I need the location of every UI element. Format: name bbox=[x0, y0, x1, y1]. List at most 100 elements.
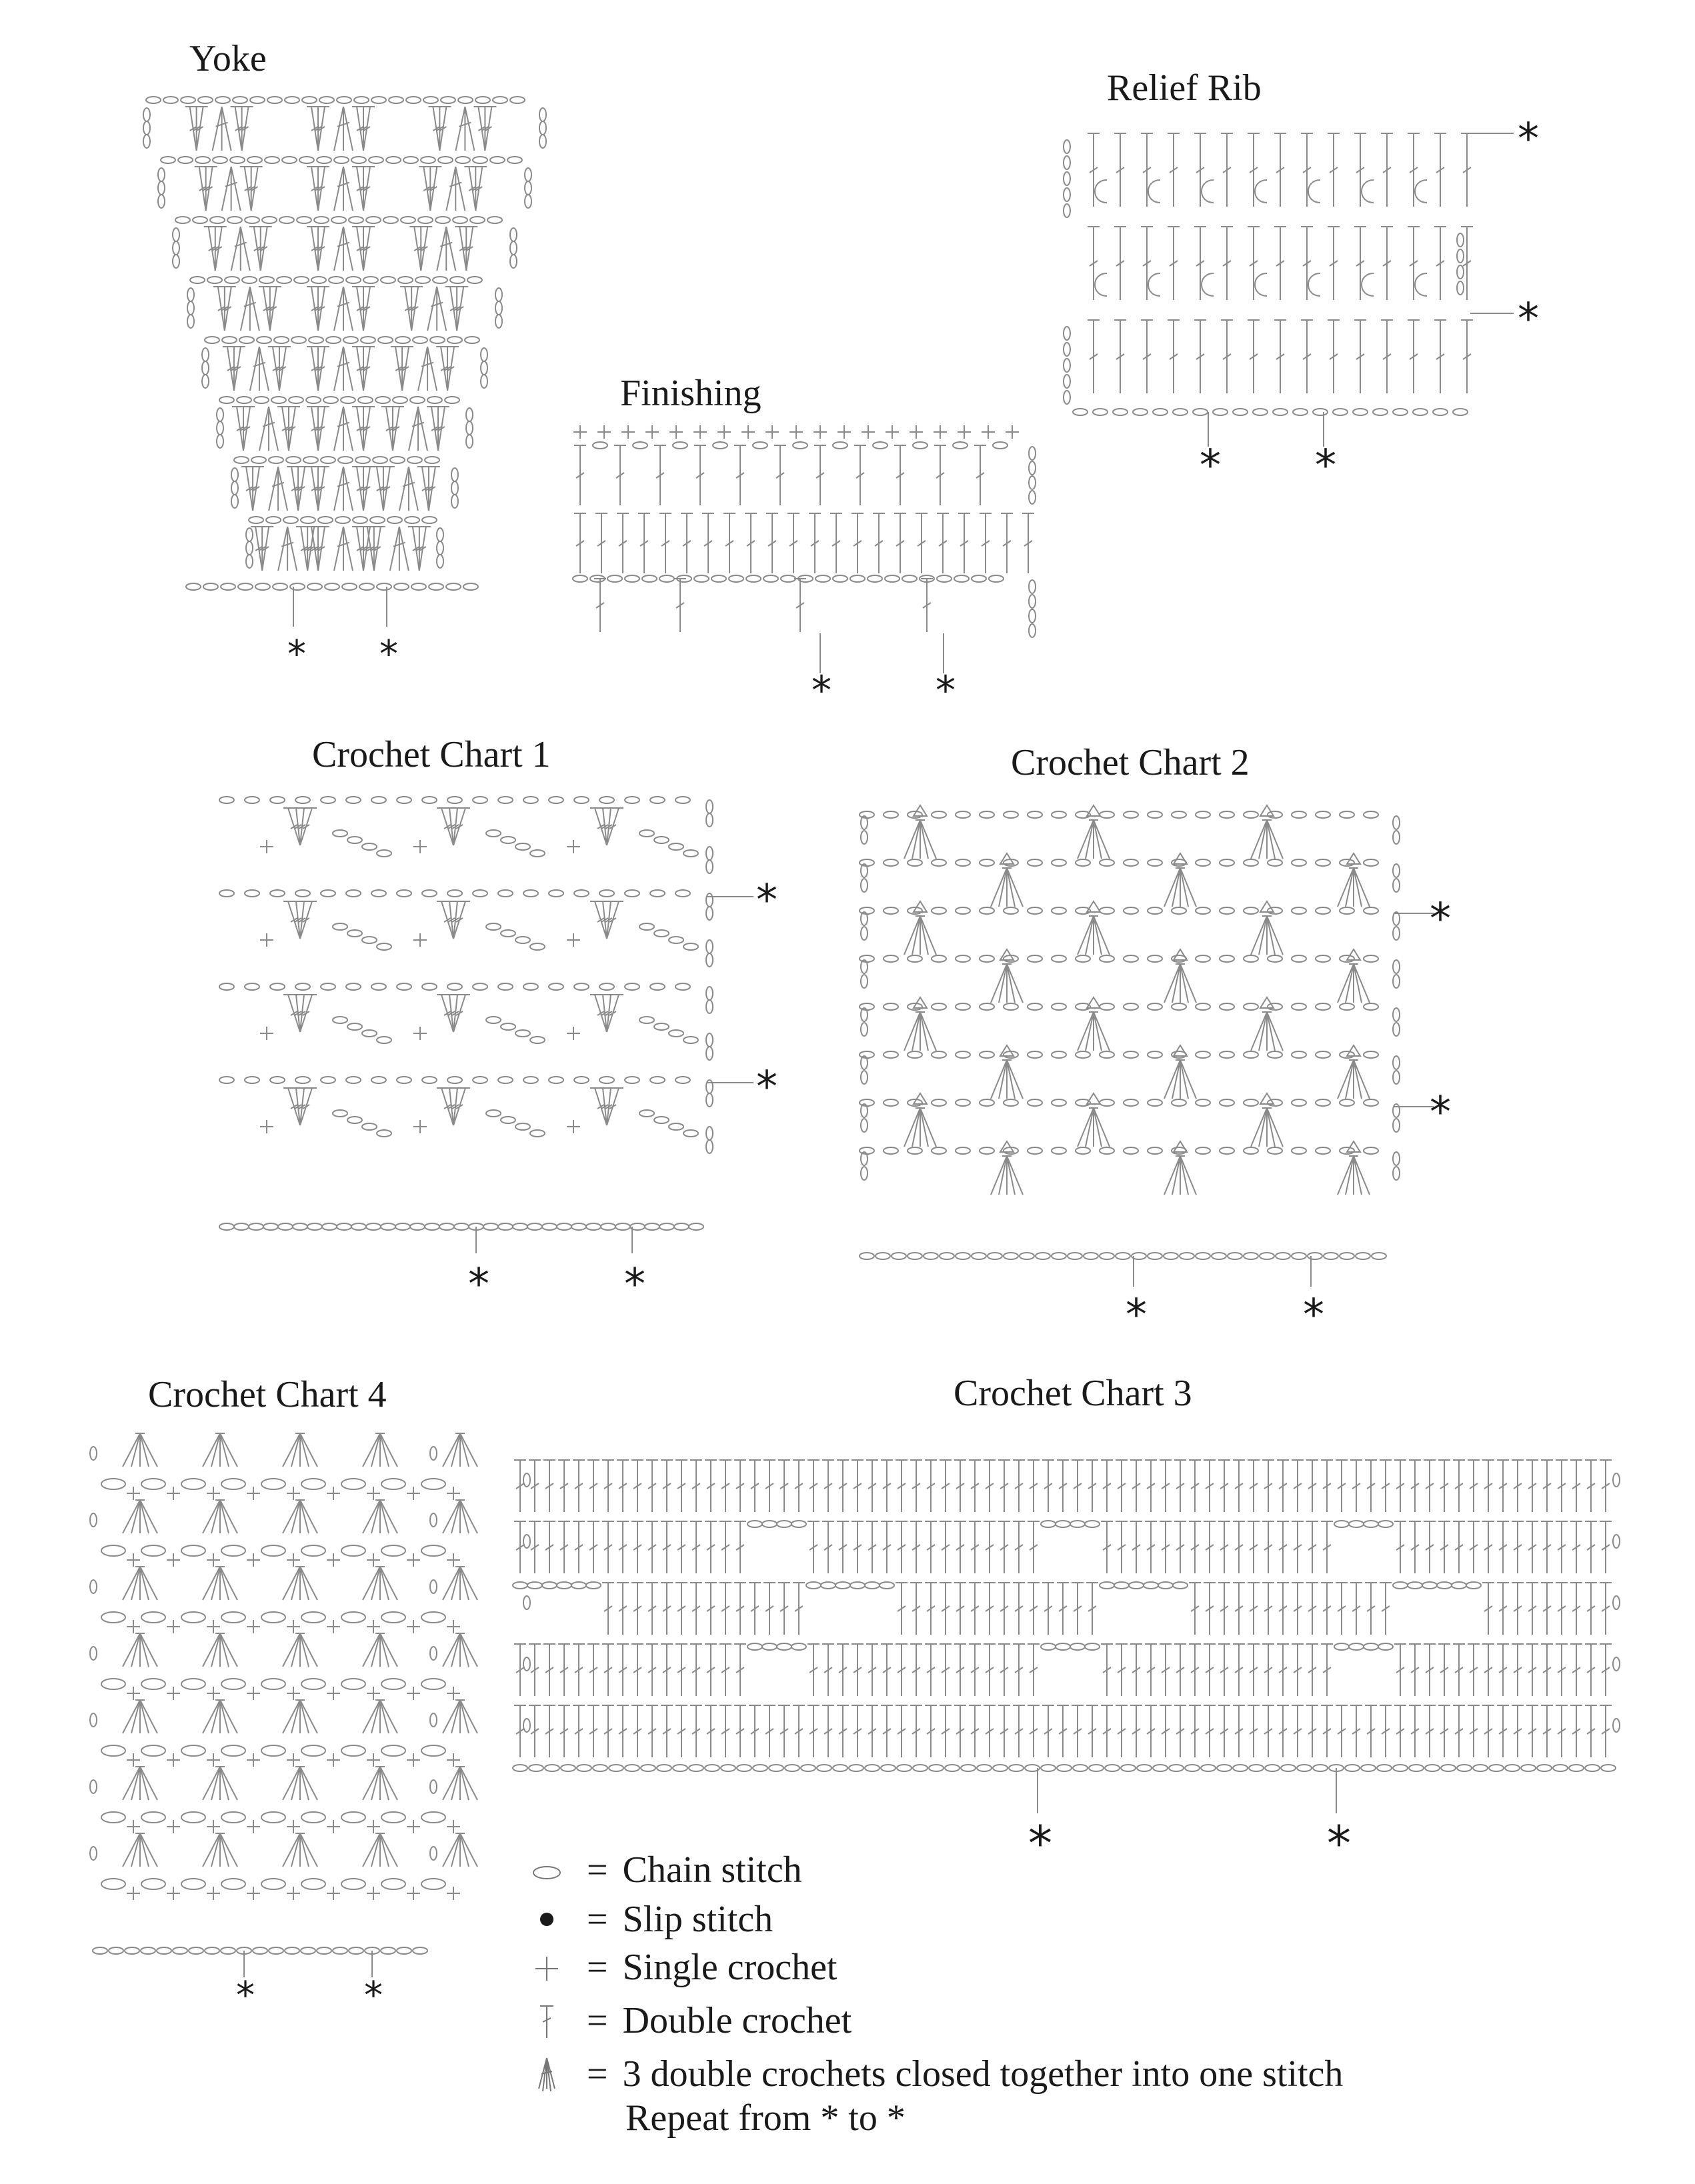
chain-stitch bbox=[264, 156, 280, 164]
chain-stitch bbox=[403, 156, 419, 164]
chain-stitch bbox=[361, 843, 377, 851]
chain-stitch bbox=[541, 1581, 557, 1589]
double-crochet-stitch bbox=[1381, 226, 1393, 300]
chain-stitch bbox=[320, 889, 336, 897]
chain-stitch bbox=[1123, 811, 1139, 819]
chain-stitch bbox=[624, 889, 640, 897]
double-crochet-stitch bbox=[1394, 1521, 1406, 1573]
double-crochet-stitch bbox=[1072, 1582, 1084, 1635]
double-crochet-stitch bbox=[1541, 1705, 1553, 1757]
chain-stitch bbox=[389, 456, 405, 464]
chain-stitch bbox=[1035, 1252, 1051, 1260]
double-crochet-stitch bbox=[1497, 1643, 1509, 1696]
chain-stitch bbox=[1363, 1520, 1379, 1528]
chain-stitch bbox=[1424, 1764, 1440, 1772]
chain-stitch bbox=[815, 575, 831, 583]
picot-stitch bbox=[1086, 900, 1102, 913]
single-crochet-stitch bbox=[327, 1887, 340, 1900]
legend-repeat-note: Repeat from * to * bbox=[625, 2097, 906, 2139]
slip-stitch-icon bbox=[540, 1913, 553, 1926]
chain-stitch bbox=[752, 1764, 768, 1772]
chain-stitch bbox=[752, 441, 768, 449]
chain-stitch bbox=[1123, 955, 1139, 963]
chain-stitch bbox=[1104, 1764, 1120, 1772]
dc3tog-stitch bbox=[333, 166, 353, 211]
chain-stitch bbox=[907, 1099, 923, 1107]
chain-stitch bbox=[979, 955, 995, 963]
single-crochet-stitch bbox=[413, 1120, 427, 1133]
chain-stitch bbox=[295, 1076, 311, 1084]
chain-stitch bbox=[219, 396, 235, 404]
double-crochet-stitch bbox=[719, 1459, 731, 1512]
double-crochet-stitch bbox=[984, 1705, 996, 1757]
double-crochet-stitch bbox=[631, 1521, 643, 1573]
chain-stitch bbox=[683, 849, 699, 857]
single-crochet-stitch bbox=[247, 1553, 260, 1567]
chain-stitch bbox=[1028, 475, 1036, 490]
chain-stitch bbox=[316, 1947, 332, 1955]
chain-stitch bbox=[1352, 408, 1368, 416]
chain-stitch bbox=[1072, 1764, 1088, 1772]
chain-stitch bbox=[324, 583, 340, 591]
chain-stitch bbox=[181, 1478, 206, 1490]
single-crochet-stitch bbox=[127, 1887, 140, 1900]
double-crochet-stitch bbox=[455, 1433, 478, 1467]
double-crochet-stitch bbox=[654, 445, 666, 505]
chain-stitch bbox=[979, 1051, 995, 1059]
chain-stitch bbox=[675, 889, 691, 897]
chain-stitch bbox=[585, 1581, 601, 1589]
chain-stitch bbox=[639, 1109, 655, 1117]
double-crochet-stitch bbox=[1409, 1459, 1421, 1512]
chain-stitch bbox=[447, 1076, 463, 1084]
chain-stitch bbox=[295, 889, 311, 897]
double-crochet-stitch bbox=[1168, 319, 1180, 393]
chain-stitch bbox=[1378, 1643, 1394, 1651]
chain-stitch bbox=[1267, 811, 1283, 819]
chain-stitch bbox=[248, 1223, 264, 1231]
double-crochet-stitch bbox=[1141, 319, 1153, 393]
chain-stitch bbox=[421, 1745, 446, 1757]
single-crochet-stitch bbox=[247, 1687, 260, 1700]
chain-stitch bbox=[332, 923, 348, 931]
double-crochet-stitch bbox=[363, 466, 375, 511]
chain-stitch bbox=[341, 1811, 366, 1823]
chain-stitch bbox=[269, 796, 285, 804]
double-crochet-stitch bbox=[690, 1705, 702, 1757]
single-crochet-stitch bbox=[127, 1753, 140, 1767]
double-crochet-stitch bbox=[1089, 1011, 1110, 1051]
double-crochet-stitch bbox=[1028, 1705, 1040, 1757]
double-crochet-stitch bbox=[940, 1705, 952, 1757]
repeat-marker: * bbox=[236, 1974, 255, 2017]
chain-stitch bbox=[439, 1223, 455, 1231]
chain-stitch bbox=[396, 889, 412, 897]
chain-stitch bbox=[1195, 811, 1211, 819]
double-crochet-stitch bbox=[296, 526, 309, 571]
double-crochet-stitch bbox=[135, 1833, 158, 1867]
chain-stitch bbox=[251, 456, 267, 464]
chain-stitch bbox=[204, 1947, 220, 1955]
chain-stitch bbox=[1040, 1764, 1056, 1772]
chain-stitch bbox=[160, 156, 176, 164]
chain-stitch bbox=[101, 1478, 126, 1490]
chain-stitch bbox=[472, 796, 488, 804]
chain-stitch bbox=[1028, 579, 1036, 594]
double-crochet-stitch bbox=[1204, 1582, 1216, 1635]
single-crochet-stitch bbox=[837, 425, 851, 439]
single-crochet-stitch bbox=[207, 1553, 220, 1567]
chain-stitch bbox=[880, 1764, 896, 1772]
chain-stitch bbox=[307, 1223, 323, 1231]
double-crochet-stitch bbox=[1512, 1582, 1524, 1635]
chain-stitch bbox=[253, 396, 269, 404]
chain-stitch bbox=[320, 983, 336, 991]
chain-stitch bbox=[429, 1713, 437, 1727]
dc3tog-stitch bbox=[333, 466, 353, 511]
relief-post-stitch bbox=[1094, 179, 1108, 203]
double-crochet-stitch bbox=[1233, 1521, 1245, 1573]
double-crochet-stitch bbox=[465, 226, 478, 271]
chain-stitch bbox=[1451, 1581, 1467, 1589]
chain-stitch bbox=[955, 1252, 971, 1260]
double-crochet-stitch bbox=[445, 994, 455, 1033]
chain-stitch bbox=[245, 554, 253, 569]
double-crochet-stitch bbox=[873, 513, 885, 573]
double-crochet-stitch bbox=[1408, 133, 1420, 207]
